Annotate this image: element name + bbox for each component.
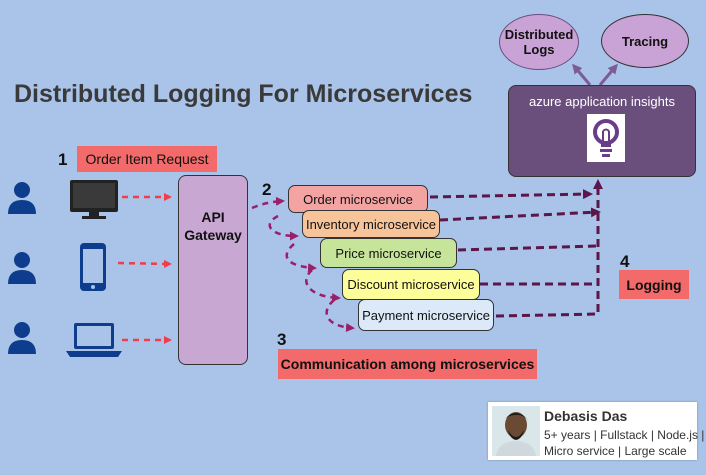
- request-arrow-phone: [117, 259, 172, 268]
- desktop-monitor-icon: [70, 180, 118, 219]
- avatar: [492, 406, 540, 456]
- author-line2: Micro service | Large scale: [544, 444, 687, 458]
- api-gateway: API Gateway: [178, 175, 248, 365]
- payment-microservice-box: Payment microservice: [358, 299, 494, 331]
- inventory-to-price-arrow: [285, 243, 317, 273]
- order-item-request-label: Order Item Request: [77, 146, 217, 172]
- order-log-line: [429, 189, 593, 200]
- price-log-line: [457, 244, 599, 252]
- laptop-icon: [66, 323, 122, 357]
- logging-label: Logging: [619, 270, 689, 299]
- step-1-number: 1: [58, 150, 68, 169]
- author-name: Debasis Das: [544, 408, 628, 424]
- arrow-to-tracing: [598, 63, 618, 86]
- api-gateway-line2: Gateway: [184, 227, 242, 243]
- order-to-inventory-arrow: [268, 214, 299, 241]
- discount-microservice-box: Discount microservice: [342, 269, 480, 300]
- distributed-logs-ellipse: Distributed Logs: [499, 14, 579, 70]
- user-icon: [8, 322, 36, 354]
- discount-to-payment-arrow: [325, 299, 355, 333]
- api-gateway-line1: API: [201, 209, 225, 225]
- page-title: Distributed Logging For Microservices: [14, 80, 473, 108]
- gateway-to-order-arrow: [251, 196, 285, 210]
- inventory-log-line: [439, 207, 601, 222]
- price-to-discount-arrow: [305, 269, 341, 303]
- lightbulb-icon: [587, 114, 625, 162]
- azure-application-insights-box: azure application insights: [508, 85, 696, 177]
- arrow-to-logs: [572, 63, 592, 86]
- user-icon: [8, 182, 36, 214]
- communication-label: Communication among microservices: [278, 349, 537, 379]
- inventory-microservice-box: Inventory microservice: [302, 210, 440, 238]
- price-microservice-box: Price microservice: [320, 238, 457, 268]
- step-4-number: 4: [620, 252, 630, 271]
- tracing-label: Tracing: [621, 33, 669, 49]
- author-card: Debasis Das 5+ years | Fullstack | Node.…: [488, 402, 704, 460]
- order-microservice-box: Order microservice: [288, 185, 428, 213]
- tracing-ellipse: Tracing: [601, 14, 689, 68]
- author-line1: 5+ years | Fullstack | Node.js |: [544, 428, 705, 442]
- step-3-number: 3: [277, 330, 287, 349]
- step-2-number: 2: [262, 180, 272, 199]
- insights-label: azure application insights: [529, 94, 675, 109]
- user-icon: [8, 252, 36, 284]
- distributed-logs-line2: Logs: [523, 42, 555, 57]
- mobile-phone-icon: [80, 243, 106, 291]
- distributed-logs-line1: Distributed: [504, 27, 574, 42]
